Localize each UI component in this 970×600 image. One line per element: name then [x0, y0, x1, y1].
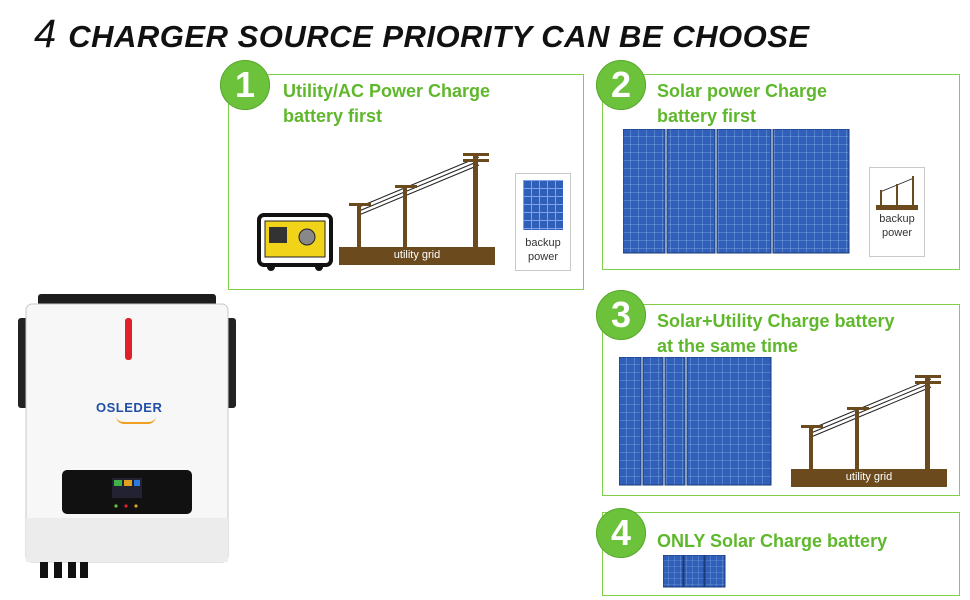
mini-solar-icon: [523, 180, 563, 230]
generator-icon: [257, 211, 333, 271]
mode-1-title: Utility/AC Power Charge battery first: [283, 81, 491, 126]
mode-1-panel: Utility/AC Power Charge battery first: [228, 74, 584, 290]
solar-panel-array: [623, 129, 853, 255]
mode-2-number-badge: 2: [596, 60, 646, 110]
mode-3-panel: Solar+Utility Charge battery at the same…: [602, 304, 960, 496]
inverter-illustration: [18, 294, 236, 578]
brand-logo: OSLEDER: [96, 400, 163, 415]
mode-3-number-badge: 3: [596, 290, 646, 340]
mini-grid-icon: [876, 176, 918, 210]
utility-grid-illustration: [791, 369, 951, 491]
inverter-unit: OSLEDER: [18, 292, 236, 582]
brand-logo-swoosh: [116, 416, 156, 424]
headline-text: CHARGER SOURCE PRIORITY CAN BE CHOOSE: [68, 19, 810, 54]
mode-4-title: ONLY Solar Charge battery: [657, 531, 888, 551]
mode-1-backup-power: backup power: [515, 173, 571, 271]
headline-number: 4: [34, 12, 57, 56]
mode-3-title: Solar+Utility Charge battery at the same…: [657, 311, 895, 356]
mode-1-number-badge: 1: [220, 60, 270, 110]
utility-grid-illustration: [339, 147, 499, 269]
page-title: 4 CHARGER SOURCE PRIORITY CAN BE CHOOSE: [34, 12, 810, 56]
mode-2-title: Solar power Charge battery first: [657, 81, 828, 126]
mode-3-grid-label: utility grid: [845, 471, 893, 483]
mode-1-grid-label: utility grid: [393, 249, 441, 261]
mode-4-panel: ONLY Solar Charge battery: [602, 512, 960, 596]
mode-4-number-badge: 4: [596, 508, 646, 558]
solar-panel-array: [663, 555, 727, 589]
mode-2-panel: Solar power Charge battery first backup: [602, 74, 960, 270]
solar-panel-array: [619, 357, 779, 487]
mode-2-backup-power: backup power: [869, 167, 925, 257]
